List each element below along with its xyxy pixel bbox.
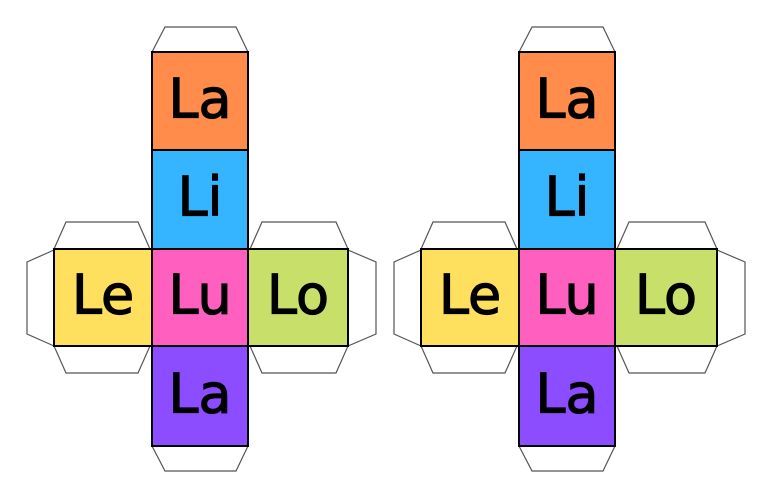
face-center: Lu: [151, 248, 249, 347]
face-center-square: [518, 248, 616, 347]
face-right-label: Lo: [635, 264, 697, 327]
face-right: Lo: [614, 248, 718, 347]
tab-top: [151, 26, 249, 53]
face-upper-label: Li: [544, 166, 589, 229]
cube-net-right: La Li Lu Le Lo La: [393, 26, 746, 472]
face-left-label: Le: [72, 264, 134, 327]
face-top-square: [151, 51, 249, 151]
tab-left-top: [420, 221, 518, 250]
face-right: Lo: [247, 248, 349, 347]
tab-left-side: [393, 249, 422, 347]
face-left-label: Le: [439, 264, 501, 327]
face-right-square: [614, 248, 718, 347]
glue-tabs-right: [393, 26, 746, 472]
face-center-label: Lu: [535, 264, 598, 327]
face-bottom-label: La: [535, 363, 598, 426]
face-bottom-square: [518, 345, 616, 447]
tab-right-side: [716, 249, 746, 347]
tab-right-side: [347, 249, 377, 347]
tab-right-top: [616, 221, 718, 250]
face-left: Le: [420, 248, 520, 347]
tab-right-bottom: [249, 345, 349, 374]
tab-bottom: [151, 445, 249, 472]
face-right-label: Lo: [267, 264, 329, 327]
face-bottom: La: [151, 345, 249, 447]
face-left-square: [420, 248, 520, 347]
face-center-label: Lu: [168, 264, 231, 327]
face-right-square: [247, 248, 349, 347]
face-upper-square: [518, 149, 616, 250]
face-left: Le: [53, 248, 153, 347]
face-top: La: [151, 51, 249, 151]
tab-right-top: [249, 221, 349, 250]
face-top-label: La: [535, 68, 598, 131]
tab-left-bottom: [420, 345, 518, 374]
face-upper-label: Li: [177, 166, 222, 229]
face-bottom-square: [151, 345, 249, 447]
face-upper-square: [151, 149, 249, 250]
tab-left-side: [26, 249, 55, 347]
tab-right-bottom: [616, 345, 718, 374]
tab-top: [518, 26, 616, 53]
face-top-square: [518, 51, 616, 151]
cube-net-left: La Li Lu Le Lo La: [26, 26, 377, 472]
face-left-square: [53, 248, 153, 347]
face-bottom: La: [518, 345, 616, 447]
face-bottom-label: La: [168, 363, 231, 426]
face-upper: Li: [518, 149, 616, 250]
face-top-label: La: [168, 68, 231, 131]
tab-left-top: [53, 221, 151, 250]
tab-bottom: [518, 445, 616, 472]
face-upper: Li: [151, 149, 249, 250]
tab-left-bottom: [53, 345, 151, 374]
face-top: La: [518, 51, 616, 151]
face-center: Lu: [518, 248, 616, 347]
